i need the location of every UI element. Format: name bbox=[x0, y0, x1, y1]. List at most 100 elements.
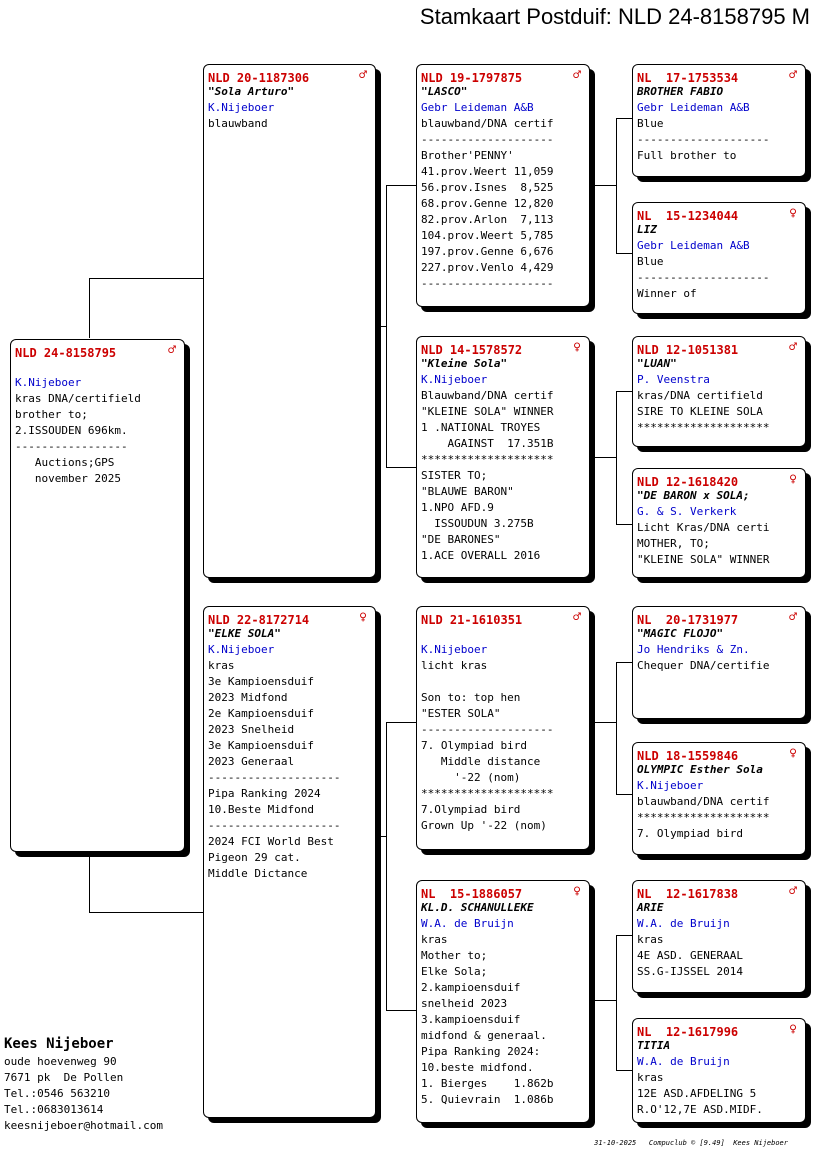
info-line bbox=[421, 674, 585, 690]
ring-number: NL 12-1617996 bbox=[637, 1025, 739, 1039]
owner-name: K.Nijeboer bbox=[637, 779, 704, 792]
info-line: "KLEINE SOLA" WINNER bbox=[421, 405, 554, 418]
info-line: 2.ISSOUDEN 696km. bbox=[15, 424, 128, 437]
info-line: "KLEINE SOLA" WINNER bbox=[637, 553, 770, 566]
info-line: kras bbox=[637, 1071, 664, 1084]
card-header: NL 20-1731977♂ bbox=[637, 609, 801, 627]
breeder-email[interactable]: keesnijeboer@hotmail.com bbox=[4, 1119, 163, 1132]
info-line: 1.NPO AFD.9 bbox=[421, 501, 494, 514]
card-header: NLD 19-1797875♂ bbox=[421, 67, 585, 85]
card-header: NL 12-1617838♂ bbox=[637, 883, 801, 901]
owner-name: Jo Hendriks & Zn. bbox=[637, 643, 750, 656]
connector-line bbox=[590, 185, 616, 186]
pigeon-name: "Kleine Sola" bbox=[421, 357, 508, 370]
breeder-info: Kees Nijeboer oude hoevenweg 90 7671 pk … bbox=[4, 1034, 163, 1134]
info-line: ******************** bbox=[421, 453, 554, 466]
pigeon-card-sdd[interactable]: NLD 12-1618420♀"DE BARON x SOLA;G. & S. … bbox=[632, 468, 806, 578]
connector-line bbox=[616, 118, 617, 253]
info-line: Blue bbox=[637, 255, 664, 268]
info-line: Winner of bbox=[637, 287, 697, 300]
owner-name: K.Nijeboer bbox=[15, 376, 82, 389]
info-line: Pipa Ranking 2024: bbox=[421, 1045, 541, 1058]
info-line: -------------------- bbox=[637, 271, 770, 284]
sex-icon: ♂ bbox=[168, 343, 176, 358]
connector-line bbox=[616, 1070, 632, 1071]
connector-line bbox=[616, 391, 632, 392]
info-line: 104.prov.Weert 5,785 bbox=[421, 229, 554, 242]
owner-name: Gebr Leideman A&B bbox=[637, 239, 750, 252]
info-line: 2e Kampioensduif bbox=[208, 707, 314, 720]
pigeon-name: "LUAN" bbox=[637, 357, 677, 370]
card-header: NLD 12-1051381♂ bbox=[637, 339, 801, 357]
ring-number: NLD 24-8158795 bbox=[15, 346, 117, 360]
info-line: kras DNA/certifield bbox=[15, 392, 141, 405]
card-header: NL 12-1617996♀ bbox=[637, 1021, 801, 1039]
info-line: 7.Olympiad bird bbox=[421, 803, 521, 816]
info-line: blauwband/DNA certif bbox=[637, 795, 770, 808]
connector-line bbox=[616, 253, 632, 254]
footer-credit: 31-10-2025 Compuclub © [9.49] Kees Nijeb… bbox=[594, 1139, 788, 1147]
info-line: kras bbox=[637, 933, 664, 946]
info-line: 7. Olympiad bird bbox=[421, 739, 527, 752]
sex-icon: ♂ bbox=[573, 610, 581, 625]
owner-name: K.Nijeboer bbox=[208, 101, 275, 114]
connector-line bbox=[386, 185, 387, 467]
ring-number: NLD 19-1797875 bbox=[421, 71, 523, 85]
owner-name: W.A. de Bruijn bbox=[637, 1055, 730, 1068]
info-line: 12E ASD.AFDELING 5 bbox=[637, 1087, 757, 1100]
connector-line bbox=[590, 457, 616, 458]
info-line: SISTER TO; bbox=[421, 469, 488, 482]
pigeon-name: BROTHER FABIO bbox=[637, 85, 724, 98]
connector-line bbox=[386, 467, 416, 468]
sex-icon: ♀ bbox=[359, 610, 367, 625]
ring-number: NLD 20-1187306 bbox=[208, 71, 310, 85]
owner-name: K.Nijeboer bbox=[208, 643, 275, 656]
pigeon-name: "MAGIC FLOJO" bbox=[637, 627, 724, 640]
owner-name: Gebr Leideman A&B bbox=[637, 101, 750, 114]
info-line: snelheid 2023 bbox=[421, 997, 508, 1010]
sex-icon: ♀ bbox=[573, 884, 581, 899]
info-line: 3e Kampioensduif bbox=[208, 675, 314, 688]
info-line: Middle Dictance bbox=[208, 867, 308, 880]
info-line: MOTHER, TO; bbox=[637, 537, 710, 550]
connector-line bbox=[616, 935, 632, 936]
info-line: "DE BARONES" bbox=[421, 533, 501, 546]
info-line: 10.beste midfond. bbox=[421, 1061, 534, 1074]
info-line: SS.G-IJSSEL 2014 bbox=[637, 965, 743, 978]
connector-line bbox=[590, 722, 616, 723]
info-line: licht kras bbox=[421, 659, 488, 672]
pigeon-card-subject[interactable]: NLD 24-8158795 ♂ K.Nijeboer kras DNA/certif… bbox=[10, 339, 185, 852]
breeder-phone: Tel.:0546 563210 bbox=[4, 1087, 110, 1100]
sex-icon: ♀ bbox=[789, 472, 797, 487]
pigeon-name: "DE BARON x SOLA; bbox=[637, 489, 750, 502]
ring-number: NLD 22-8172714 bbox=[208, 613, 310, 627]
connector-line bbox=[89, 278, 90, 338]
ring-number: NL 15-1234044 bbox=[637, 209, 739, 223]
pigeon-name: KL.D. SCHANULLEKE bbox=[421, 901, 534, 914]
sex-icon: ♀ bbox=[573, 340, 581, 355]
info-line: 5. Quievrain 1.086b bbox=[421, 1093, 554, 1106]
info-line: Pipa Ranking 2024 bbox=[208, 787, 321, 800]
info-line: 7. Olympiad bird bbox=[637, 827, 743, 840]
info-line: Middle distance bbox=[421, 755, 541, 768]
breeder-address: oude hoevenweg 90 bbox=[4, 1055, 117, 1068]
ring-number: NLD 21-1610351 bbox=[421, 613, 523, 627]
card-header: NLD 21-1610351 ♂ bbox=[421, 609, 585, 627]
info-line: Grown Up '-22 (nom) bbox=[421, 819, 547, 832]
connector-line bbox=[386, 722, 416, 723]
info-line: Full brother to bbox=[637, 149, 737, 162]
pigeon-card-dss[interactable]: NL 20-1731977♂"MAGIC FLOJO" Jo Hendriks &… bbox=[632, 606, 806, 719]
info-line: R.O'12,7E ASD.MIDF. bbox=[637, 1103, 763, 1116]
